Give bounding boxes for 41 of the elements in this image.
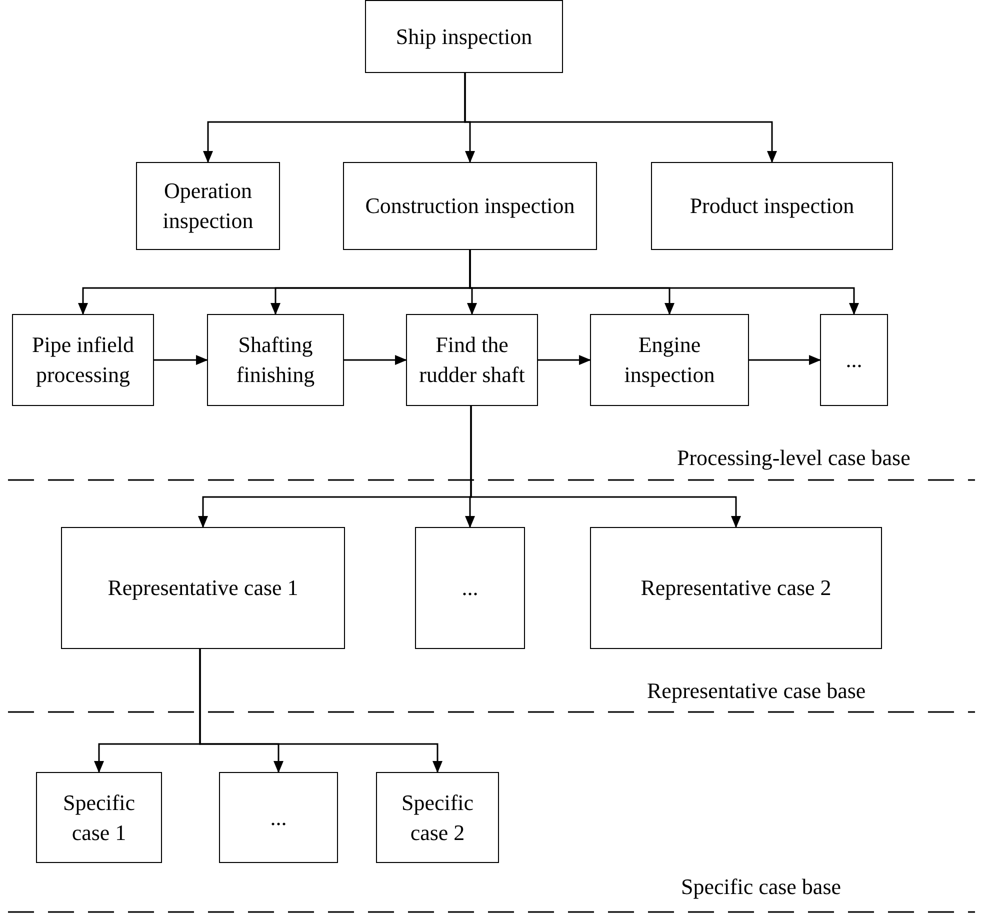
box-label: Product inspection [688, 192, 856, 220]
box-label: ... [269, 804, 288, 832]
box-label: Construction inspection [364, 192, 576, 220]
box-label: Operation inspection [162, 177, 254, 235]
box-label: Representative case 1 [106, 574, 300, 602]
arrow [749, 355, 821, 365]
process-box [651, 162, 893, 250]
process-box [36, 772, 162, 863]
arrow [199, 649, 442, 773]
box-label: Specific case 1 [62, 788, 136, 846]
arrow [538, 355, 591, 365]
process-box [207, 314, 344, 406]
arrow [154, 355, 208, 365]
process-box [343, 162, 597, 250]
arrow [469, 250, 859, 315]
box-label: Engine inspection [623, 331, 716, 389]
arrow [464, 73, 777, 163]
process-box [219, 772, 338, 863]
box-label: Ship inspection [394, 22, 534, 51]
arrow [470, 406, 741, 528]
process-box [415, 527, 525, 649]
box-label: Specific case 2 [400, 788, 475, 846]
box-label: Shafting finishing [235, 331, 316, 389]
process-box [136, 162, 280, 250]
box-label: ... [844, 346, 864, 374]
process-box [406, 314, 538, 406]
process-box [61, 527, 345, 649]
box-label: Pipe infield processing [30, 331, 136, 389]
box-label: Representative case 2 [640, 574, 832, 602]
process-box [376, 772, 499, 863]
level-label: Representative case base [647, 678, 866, 704]
process-box [820, 314, 888, 406]
level-label: Processing-level case base [677, 445, 910, 471]
box-label: ... [460, 574, 480, 602]
process-box [590, 527, 882, 649]
box-label: Find the rudder shaft [418, 331, 526, 389]
process-box [365, 0, 563, 73]
process-box [12, 314, 154, 406]
level-label: Specific case base [681, 874, 842, 900]
arrow [344, 355, 407, 365]
process-box [590, 314, 749, 406]
